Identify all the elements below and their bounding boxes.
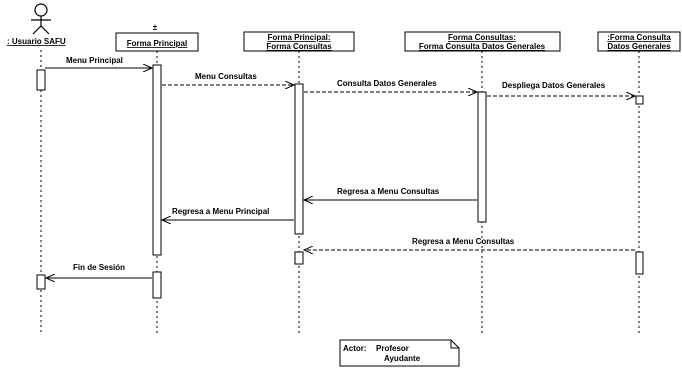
activation-forma-principal-2 <box>152 271 162 299</box>
activation-bars <box>36 64 644 299</box>
actor-left-leg <box>32 25 42 35</box>
messages <box>45 68 635 278</box>
message-label-regresa-menu-consultas-2: Regresa a Menu Consultas <box>412 237 515 246</box>
activation-forma-consultas-1 <box>294 83 304 235</box>
activation-actor-1 <box>36 69 46 91</box>
note-prefix: Actor: <box>343 344 367 353</box>
activation-actor-2 <box>36 274 46 290</box>
actor-head <box>34 3 48 17</box>
object-box-datos-generales: :Forma Consulta Datos Generales <box>597 31 681 52</box>
note-line1: Profesor <box>376 344 409 353</box>
message-label-regresa-menu-principal: Regresa a Menu Principal <box>172 207 269 216</box>
object-label-line1: :Forma Consulta <box>607 33 671 42</box>
message-label-despliega-datos-generales: Despliega Datos Generales <box>502 81 606 90</box>
object-box-forma-principal: ± Forma Principal <box>115 23 199 52</box>
actor-note: Actor: Profesor Ayudante <box>339 339 460 367</box>
activation-forma-principal-1 <box>152 64 162 256</box>
message-label-fin-de-sesion: Fin de Sesión <box>73 263 125 272</box>
object-label: Forma Principal <box>127 39 187 48</box>
object-label-line1: Forma Principal: <box>267 33 330 42</box>
actor-figure <box>31 3 51 35</box>
object-box-forma-consultas: Forma Principal: Forma Consultas <box>243 31 355 52</box>
object-label-line2: Forma Consultas <box>266 42 332 51</box>
actor-right-leg <box>40 25 50 35</box>
activation-consulta-datos-1 <box>477 91 487 223</box>
message-label-menu-principal: Menu Principal <box>66 56 123 65</box>
message-label-menu-consultas: Menu Consultas <box>195 72 257 81</box>
message-label-regresa-menu-consultas-1: Regresa a Menu Consultas <box>337 187 440 196</box>
svg-text:±: ± <box>153 23 158 32</box>
activation-forma-consultas-2 <box>294 251 304 265</box>
activation-datos-generales-1 <box>635 95 644 105</box>
note-line2: Ayudante <box>384 354 421 363</box>
object-box-forma-consulta-datos-generales: Forma Consultas: Forma Consulta Datos Ge… <box>404 31 561 52</box>
activation-datos-generales-2 <box>635 251 644 275</box>
actor-name: : Usuario SAFU <box>7 37 66 46</box>
object-label-line1: Forma Consultas: <box>448 33 516 42</box>
message-label-consulta-datos-generales: Consulta Datos Generales <box>337 79 437 88</box>
object-label-line2: Datos Generales <box>607 42 671 51</box>
object-label-line2: Forma Consulta Datos Generales <box>419 42 546 51</box>
